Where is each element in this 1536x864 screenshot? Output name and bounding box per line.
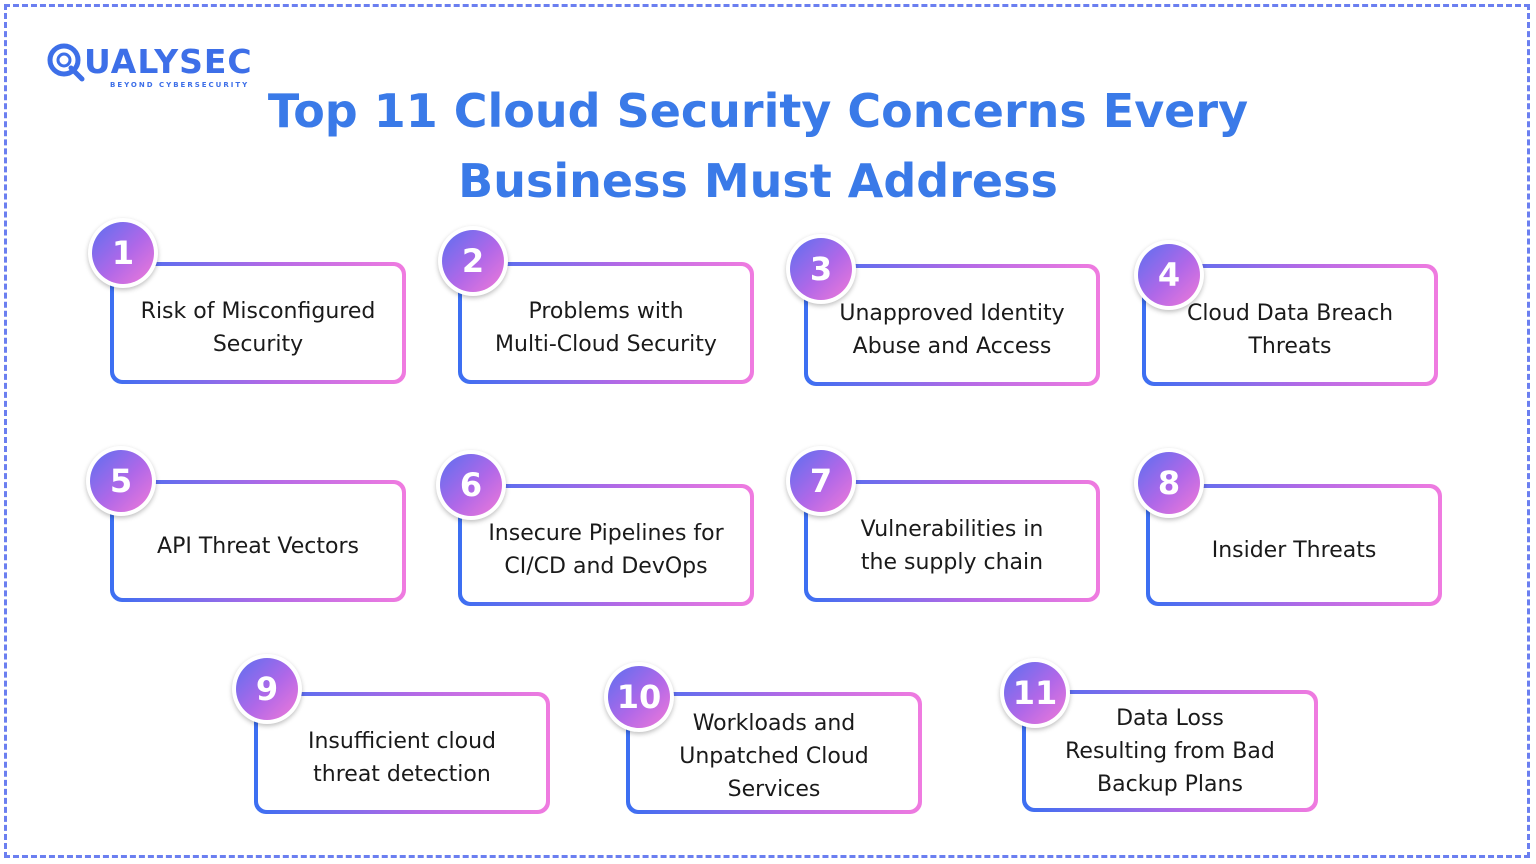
concern-2-line-1: Problems with (528, 299, 684, 324)
concern-7-line-2: the supply chain (860, 550, 1044, 575)
page-title: Top 11 Cloud Security Concerns Every Bus… (180, 76, 1336, 216)
concern-4-line-2: Threats (1248, 334, 1332, 359)
concern-3-line-1: Unapproved Identity (839, 301, 1065, 326)
number-badge-3: 3 (786, 234, 856, 304)
concern-1-line-2: Security (212, 332, 304, 357)
dashed-border-frame (4, 4, 1530, 858)
concern-4-line-1: Cloud Data Breach (1186, 301, 1394, 326)
number-badge-6: 6 (436, 450, 506, 520)
concern-5-line-1: API Threat Vectors (157, 533, 359, 559)
concern-card-9: Insufficient cloud threat detection (254, 692, 550, 814)
concern-card-6: Insecure Pipelines for CI/CD and DevOps (458, 484, 754, 606)
number-badge-1: 1 (88, 218, 158, 288)
concern-2-line-2: Multi-Cloud Security (495, 332, 717, 357)
concern-11-line-3: Backup Plans (1097, 771, 1243, 797)
concern-card-3: Unapproved Identity Abuse and Access (804, 264, 1100, 386)
qualysec-logo: UALYSEC BEYOND CYBERSECURITY (46, 42, 286, 94)
concern-10-line-3: Services (727, 776, 821, 802)
title-line-1: Top 11 Cloud Security Concerns Every (267, 84, 1249, 138)
concern-7-line-1: Vulnerabilities in (860, 517, 1044, 542)
concern-card-4: Cloud Data Breach Threats (1142, 264, 1438, 386)
logo-wordmark: UALYSEC (84, 42, 253, 81)
concern-card-1: Risk of Misconfigured Security (110, 262, 406, 384)
logo-tagline: BEYOND CYBERSECURITY (110, 81, 250, 89)
concern-8-line-1: Insider Threats (1211, 537, 1377, 563)
concern-10-line-1: Workloads and (692, 710, 856, 736)
title-line-2: Business Must Address (458, 154, 1058, 208)
concern-6-line-1: Insecure Pipelines for (488, 521, 724, 546)
concern-1-line-1: Risk of Misconfigured (140, 299, 376, 324)
number-badge-2: 2 (438, 226, 508, 296)
concern-9-line-1: Insufficient cloud (308, 729, 496, 754)
concern-card-7: Vulnerabilities in the supply chain (804, 480, 1100, 602)
concern-card-10: Workloads and Unpatched Cloud Services (626, 692, 922, 814)
number-badge-9: 9 (232, 654, 302, 724)
concern-card-2: Problems with Multi-Cloud Security (458, 262, 754, 384)
concern-9-line-2: threat detection (313, 762, 491, 787)
number-badge-4: 4 (1134, 240, 1204, 310)
logo-q-icon (47, 43, 85, 82)
concern-6-line-2: CI/CD and DevOps (504, 554, 708, 579)
concern-11-line-1: Data Loss (1116, 705, 1224, 731)
concern-card-5: API Threat Vectors (110, 480, 406, 602)
concern-11-line-2: Resulting from Bad (1065, 738, 1275, 764)
number-badge-11: 11 (1000, 658, 1070, 728)
number-badge-8: 8 (1134, 448, 1204, 518)
concern-card-11: Data Loss Resulting from Bad Backup Plan… (1022, 690, 1318, 812)
number-badge-10: 10 (604, 662, 674, 732)
number-badge-5: 5 (86, 446, 156, 516)
concern-3-line-2: Abuse and Access (852, 334, 1052, 359)
number-badge-7: 7 (786, 446, 856, 516)
concern-10-line-2: Unpatched Cloud (679, 743, 869, 769)
